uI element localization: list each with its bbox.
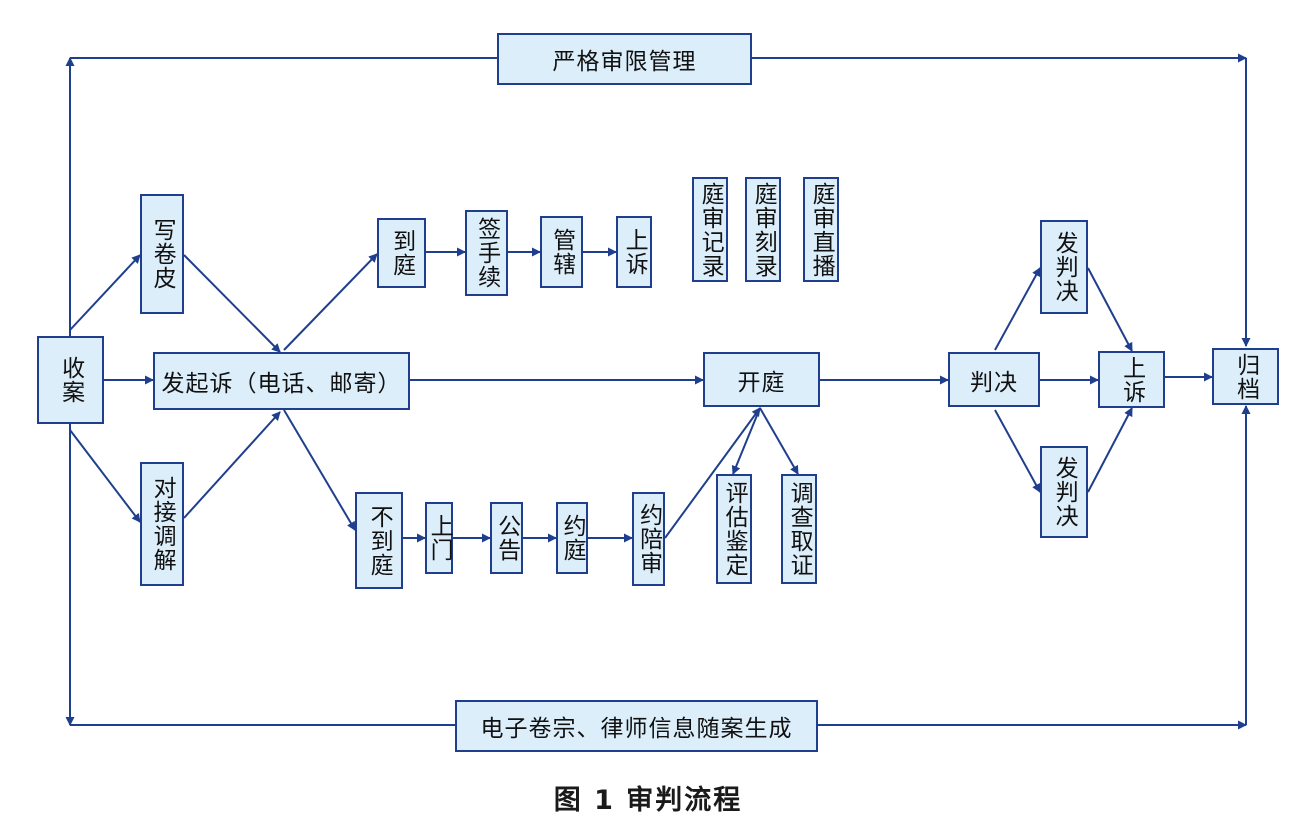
absent-node: 不到庭: [355, 492, 403, 589]
edge-mediation-suit: [183, 411, 281, 519]
hearing-node: 开庭: [703, 352, 820, 407]
edge-suit-absent: [283, 409, 356, 531]
notice-node: 公告: [490, 502, 523, 574]
edge-hearing-appraisal: [731, 407, 761, 475]
sign-node: 签手续: [465, 210, 508, 296]
archive-node: 归档: [1212, 348, 1279, 405]
appraisal-node: 评估鉴定: [716, 474, 752, 584]
mediation-node: 对接调解: [140, 462, 184, 586]
door-visit-node: 上门: [425, 502, 453, 574]
jurisdiction-node: 管辖: [540, 216, 583, 288]
edge-hearing-investigation: [759, 407, 799, 475]
edge-issue-bottom-appeal: [1087, 407, 1133, 493]
strict-deadline-node: 严格审限管理: [497, 33, 752, 85]
issue-judgment-bottom-node: 发判决: [1040, 446, 1088, 538]
edge-intake-mediation: [69, 429, 141, 523]
edge-intake-cover: [69, 254, 141, 331]
jurors-node: 约陪审: [632, 492, 665, 586]
trial-disc-node: 庭审刻录: [745, 177, 781, 282]
issue-judgment-top-node: 发判决: [1040, 220, 1088, 314]
judgment-node: 判决: [948, 352, 1040, 407]
write-cover-node: 写卷皮: [140, 194, 184, 314]
edge-judgment-issue-bottom: [994, 409, 1041, 493]
edge-judgment-issue-top: [994, 267, 1041, 351]
edge-suit-arrive: [283, 253, 378, 351]
appeal-node: 上诉: [1098, 351, 1165, 408]
arrive-node: 到庭: [377, 218, 426, 288]
intake-node: 收案: [37, 336, 104, 424]
edge-jurors-hearing: [664, 407, 761, 539]
schedule-node: 约庭: [556, 502, 588, 574]
figure-caption: 图 1 审判流程: [553, 785, 743, 816]
e-docket-node: 电子卷宗、律师信息随案生成: [455, 700, 818, 752]
trial-record-node: 庭审记录: [692, 177, 728, 282]
edge-cover-suit: [183, 254, 281, 353]
investigation-node: 调查取证: [781, 474, 817, 584]
edge-issue-top-appeal: [1087, 267, 1133, 352]
appeal-top-node: 上诉: [616, 216, 652, 288]
file-suit-node: 发起诉（电话、邮寄）: [153, 352, 410, 410]
trial-live-node: 庭审直播: [803, 177, 839, 282]
